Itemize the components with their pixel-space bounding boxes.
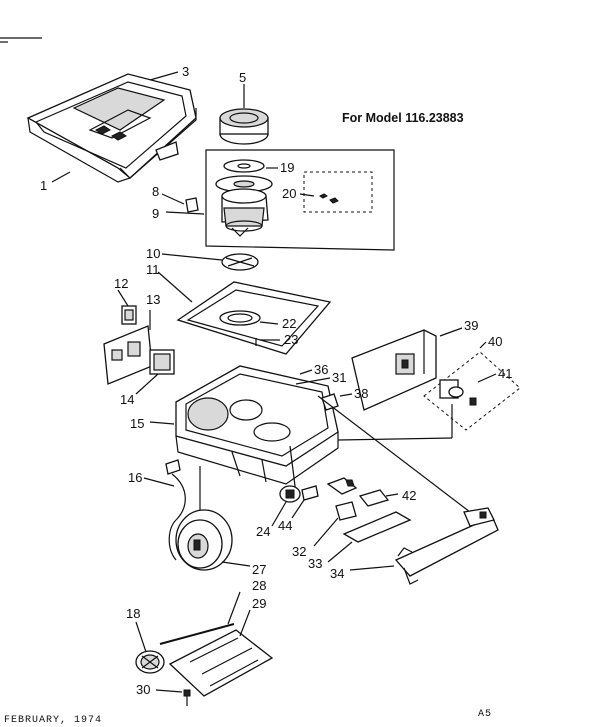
callout-10: 10 [146, 246, 160, 261]
part-lid-assembly [26, 73, 197, 183]
leader-29 [239, 609, 251, 637]
callout-44: 44 [278, 518, 292, 533]
part-27-cord-reel [168, 509, 233, 571]
callout-3: 3 [182, 64, 189, 79]
connector-lines [199, 395, 471, 513]
part-16-cord [165, 459, 186, 521]
leader-1 [51, 171, 71, 183]
leader-33 [327, 541, 353, 563]
callout-22: 22 [282, 316, 296, 331]
leader-24 [271, 501, 287, 527]
callout-29: 29 [252, 596, 266, 611]
part-30-screw [183, 689, 191, 706]
callout-39: 39 [464, 318, 478, 333]
callout-24: 24 [256, 524, 270, 539]
part-15-housing [175, 365, 339, 485]
part-8 [185, 197, 199, 213]
part-38 [321, 393, 339, 411]
callout-33: 33 [308, 556, 322, 571]
callout-38: 38 [354, 386, 368, 401]
leader-40 [479, 341, 487, 349]
leader-39 [439, 327, 463, 337]
callout-27: 27 [252, 562, 266, 577]
leader-28 [227, 591, 241, 625]
leader-36 [299, 369, 313, 375]
callout-42: 42 [402, 488, 416, 503]
leader-14 [135, 373, 159, 395]
part-18-wheel [135, 650, 165, 674]
part-11-frame [176, 281, 332, 355]
callout-41: 41 [498, 366, 512, 381]
leader-30 [155, 689, 183, 693]
page-code: A5 [478, 709, 492, 720]
callout-5: 5 [239, 70, 246, 85]
leader-8 [161, 193, 185, 205]
leader-34 [349, 565, 395, 571]
callout-15: 15 [130, 416, 144, 431]
leader-12 [117, 289, 129, 307]
callout-20: 20 [282, 186, 296, 201]
callout-1: 1 [40, 178, 47, 193]
leader-42 [385, 493, 399, 497]
part-34-handle-bracket [394, 507, 499, 585]
callout-23: 23 [284, 332, 298, 347]
leader-31 [295, 377, 331, 385]
leader-20 [299, 193, 315, 197]
callout-19: 19 [280, 160, 294, 175]
callout-30: 30 [136, 682, 150, 697]
callout-32: 32 [292, 544, 306, 559]
leader-11 [157, 271, 193, 303]
callout-9: 9 [152, 206, 159, 221]
leader-32 [313, 517, 339, 547]
leader-18 [135, 621, 147, 653]
model-text: For Model 116.23883 [342, 111, 464, 125]
part-12-13-14-switch [103, 305, 175, 385]
leader-9 [165, 211, 205, 215]
corner-mark [0, 37, 42, 43]
callout-11: 11 [146, 262, 160, 277]
part-filter [219, 100, 269, 145]
leader-38 [339, 393, 353, 397]
part-hardware [279, 477, 412, 543]
callout-8: 8 [152, 184, 159, 199]
part-10-gasket [221, 253, 259, 271]
leader-41 [477, 373, 497, 383]
part-motor-box [205, 149, 395, 251]
callout-18: 18 [126, 606, 140, 621]
callout-28: 28 [252, 578, 266, 593]
leader-15 [149, 421, 175, 425]
leader-22 [259, 321, 279, 325]
part-29-base-plate [168, 629, 274, 697]
callout-40: 40 [488, 334, 502, 349]
callout-14: 14 [120, 392, 134, 407]
leader-16 [143, 477, 175, 487]
callout-36: 36 [314, 362, 328, 377]
callout-16: 16 [128, 470, 142, 485]
callout-34: 34 [330, 566, 344, 581]
footer-date: FEBRUARY, 1974 [4, 715, 102, 726]
leader-3 [149, 71, 179, 81]
leader-10 [161, 253, 223, 261]
callout-31: 31 [332, 370, 346, 385]
part-39-40-41-bracket [351, 329, 521, 431]
leader-44 [291, 499, 305, 519]
callout-12: 12 [114, 276, 128, 291]
callout-13: 13 [146, 292, 160, 307]
part-28-rod [159, 623, 235, 645]
leader-27 [221, 561, 251, 567]
